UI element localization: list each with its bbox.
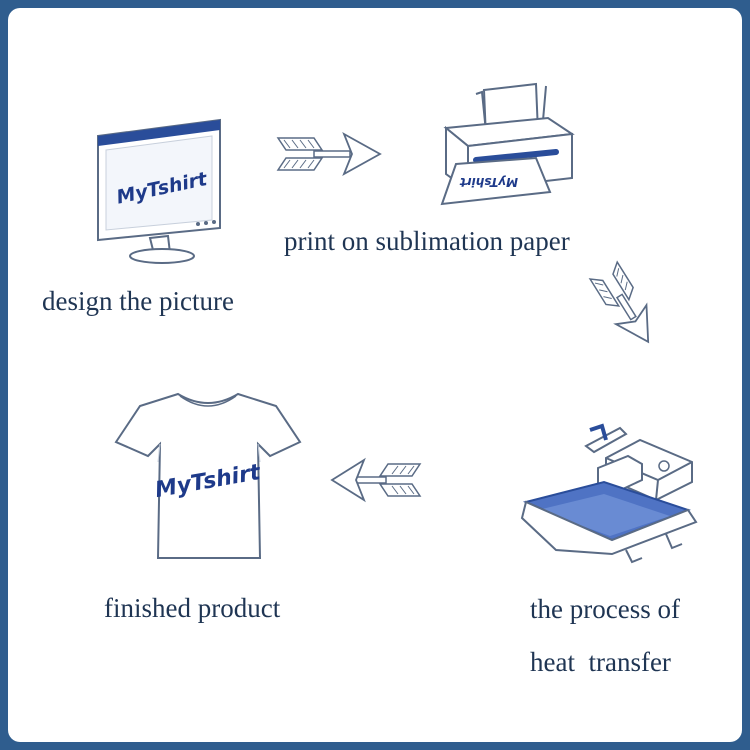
finished-label: finished product <box>104 593 281 623</box>
arrow-right-icon <box>276 131 382 177</box>
heat-label-line1: the process of <box>530 594 680 624</box>
diagram-card: MyTshirt MyTshirt <box>8 8 742 742</box>
paper-brand-text: MyTshirt <box>459 175 518 189</box>
design-label: design the picture <box>42 286 234 316</box>
arrow-down-icon <box>588 260 650 344</box>
tshirt-icon: MyTshirt <box>114 392 302 559</box>
heat-press-icon <box>520 423 698 564</box>
print-label: print on sublimation paper <box>284 226 570 256</box>
arrow-left-icon <box>330 457 422 503</box>
printer-icon: MyTshirt <box>440 82 575 206</box>
heat-label-line2: heat transfer <box>530 647 671 677</box>
monitor-icon: MyTshirt <box>97 118 221 264</box>
